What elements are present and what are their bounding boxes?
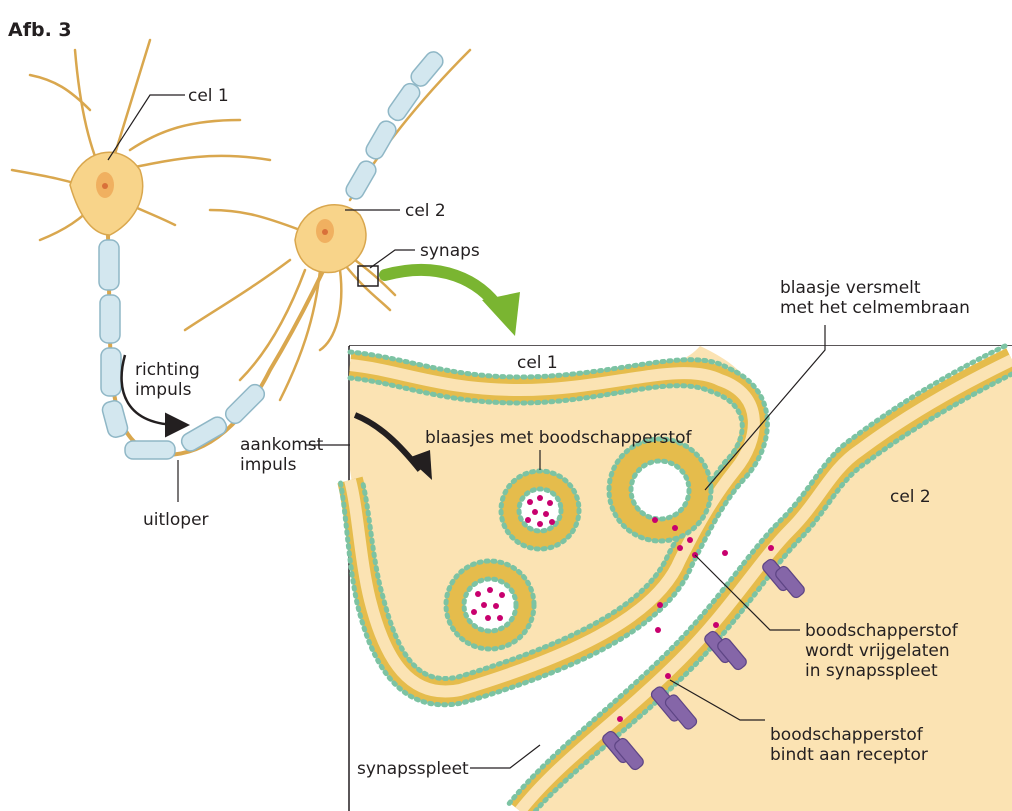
zoom-arrow <box>385 270 500 310</box>
vesicle-1 <box>501 471 579 549</box>
vesicle-2 <box>446 561 534 649</box>
label-cell1: cel 1 <box>188 86 229 106</box>
label-direction-2: impuls <box>135 380 192 400</box>
label-cell2: cel 2 <box>405 201 446 221</box>
figure-title: Afb. 3 <box>8 19 72 41</box>
myelin-sheaths <box>99 240 268 459</box>
label-fusion-1: blaasje versmelt <box>780 278 921 298</box>
label-axon: uitloper <box>143 510 209 530</box>
label-arrival-2: impuls <box>240 455 297 475</box>
label-arrival-1: aankomst <box>240 435 324 455</box>
label-binding-2: bindt aan receptor <box>770 745 928 765</box>
label-release-3: in synapsspleet <box>805 661 938 681</box>
label-direction-1: richting <box>135 360 200 380</box>
label-fusion-2: met het celmembraan <box>780 298 970 318</box>
label-synapse: synaps <box>420 241 480 261</box>
label-cleft: synapsspleet <box>357 759 469 779</box>
label-release-2: wordt vrijgelaten <box>805 641 950 661</box>
label-zoom-cell2: cel 2 <box>890 487 931 507</box>
label-zoom-cell1: cel 1 <box>517 353 558 373</box>
cell2-axon-myelin <box>343 49 446 202</box>
label-release-1: boodschapperstof <box>805 621 959 641</box>
label-binding-1: boodschapperstof <box>770 725 924 745</box>
label-vesicles: blaasjes met boodschapperstof <box>425 428 692 448</box>
